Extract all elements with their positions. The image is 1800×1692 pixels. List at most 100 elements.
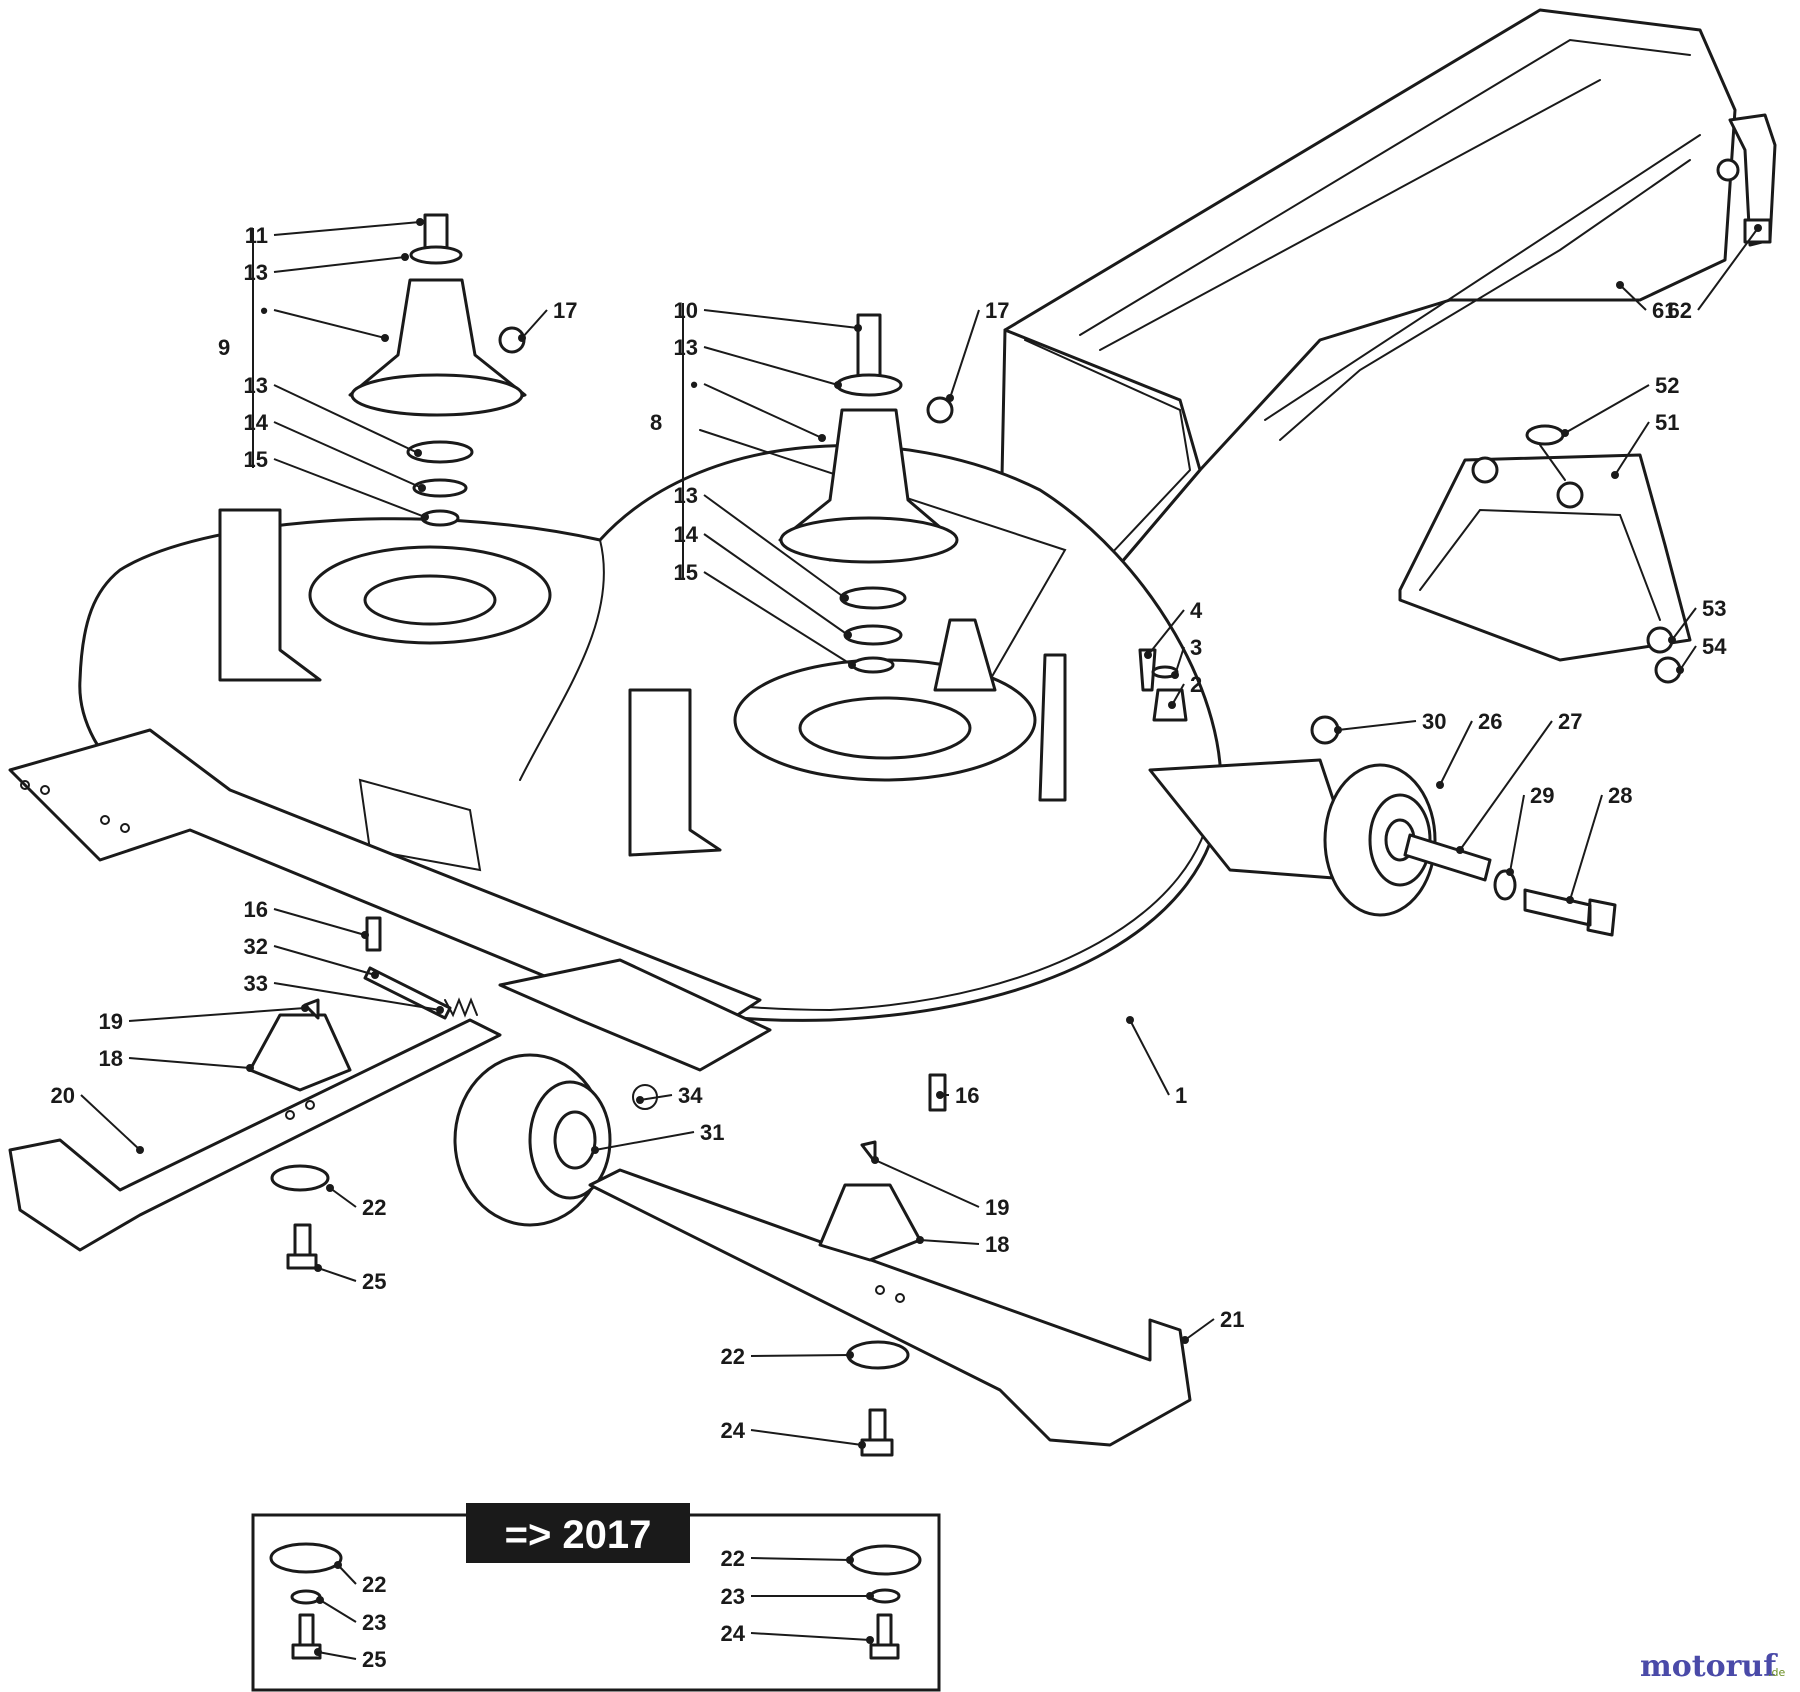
callout-c62: 62: [1668, 224, 1762, 323]
callout-b22b: 22: [721, 1546, 854, 1571]
leader-line: [273, 421, 423, 489]
callout-label: 3: [1190, 635, 1202, 660]
callout-c2: 2: [1168, 672, 1202, 709]
callout-c33: 33: [244, 971, 444, 1014]
leader-line: [750, 1632, 871, 1641]
leader-line: [1614, 421, 1650, 476]
chute-clip: [1716, 113, 1777, 247]
callout-label: 30: [1422, 709, 1446, 734]
callout-c28: 28: [1566, 783, 1632, 904]
leader-line: [1171, 683, 1185, 706]
leader-dot: [858, 1441, 866, 1449]
callout-c22b: 22: [721, 1344, 854, 1369]
callout-b22a: 22: [334, 1561, 386, 1597]
leader-dot: [846, 1556, 854, 1564]
leader-dot: [848, 661, 856, 669]
callout-c15a: 15: [244, 447, 429, 521]
leader-line: [1147, 609, 1185, 656]
callout-b23b: 23: [721, 1584, 874, 1609]
callout-c61: 61: [1616, 281, 1676, 323]
leader-dot: [1171, 671, 1179, 679]
leader-dot: [834, 381, 842, 389]
deck-bracket-left: [218, 508, 322, 682]
leader-line: [703, 309, 859, 329]
leader-dot: [414, 449, 422, 457]
callout-c14b: 14: [674, 522, 852, 639]
leader-dot: [326, 1184, 334, 1192]
callout-c32: 32: [244, 934, 379, 979]
callout-c25a: 25: [314, 1264, 386, 1294]
leader-dot: [1181, 1336, 1189, 1344]
callout-label: 21: [1220, 1307, 1244, 1332]
leader-dot: [1754, 224, 1762, 232]
leader-line: [273, 982, 441, 1011]
callout-c26: 26: [1436, 709, 1502, 789]
callout-label: 24: [721, 1621, 746, 1646]
leader-line: [750, 1429, 863, 1446]
leader-line: [1569, 794, 1603, 901]
callout-label: 15: [244, 447, 268, 472]
callout-label: 28: [1608, 783, 1632, 808]
leader-dot: [846, 1351, 854, 1359]
callout-c14a: 14: [244, 410, 426, 492]
leader-line: [317, 1267, 357, 1282]
wheel-right: [1323, 763, 1437, 917]
callout-cdot1: •: [260, 298, 389, 342]
callout-c8: 8: [650, 410, 662, 435]
leader-line: [1129, 1019, 1170, 1096]
callout-label: 18: [99, 1046, 123, 1071]
deflector-bracket: [1398, 424, 1692, 662]
callout-label: 33: [244, 971, 268, 996]
callout-label: 29: [1530, 783, 1554, 808]
leader-dot: [591, 1146, 599, 1154]
leader-line: [919, 1239, 980, 1245]
leader-line: [128, 1007, 306, 1022]
brand-suffix: .de: [1768, 1666, 1785, 1679]
leader-dot: [316, 1596, 324, 1604]
leader-dot: [1436, 781, 1444, 789]
key-19-right: [860, 1140, 877, 1164]
callout-c22a: 22: [326, 1184, 386, 1220]
leader-line: [1439, 720, 1473, 786]
callout-c11: 11: [245, 218, 424, 248]
callout-c24a: 24: [721, 1418, 866, 1449]
leader-line: [1174, 646, 1185, 676]
callout-c31: 31: [591, 1120, 724, 1154]
callout-label: 20: [51, 1083, 75, 1108]
leader-line: [639, 1094, 673, 1101]
deck-bracket-center: [628, 688, 722, 857]
callout-label: 9: [218, 335, 230, 360]
callout-c18b: 18: [916, 1232, 1009, 1257]
callout-label: 52: [1655, 373, 1679, 398]
callout-label: 53: [1702, 596, 1726, 621]
leader-dot: [416, 218, 424, 226]
callout-c1: 1: [1126, 1016, 1187, 1108]
callout-label: 1: [1175, 1083, 1187, 1108]
leader-dot: [361, 931, 369, 939]
belt-guide: [933, 618, 997, 692]
leader-dot: [1566, 896, 1574, 904]
callout-label: 24: [721, 1418, 746, 1443]
callout-c16b: 16: [936, 1083, 979, 1108]
callout-c16a: 16: [244, 897, 369, 939]
leader-dot: [936, 1091, 944, 1099]
leader-line: [1619, 284, 1647, 311]
callout-label: 16: [955, 1083, 979, 1108]
leader-dot: [916, 1236, 924, 1244]
leader-line: [874, 1159, 980, 1208]
callout-label: 61: [1652, 298, 1676, 323]
leader-line: [703, 533, 849, 636]
leader-line: [80, 1094, 141, 1151]
callout-label: 22: [721, 1546, 745, 1571]
leader-line: [273, 908, 366, 936]
callout-label: 32: [244, 934, 268, 959]
brand-logo: motoruf .de: [1640, 1649, 1785, 1684]
spindle-assembly-9: [348, 213, 527, 527]
washer-29: [1493, 869, 1517, 901]
callout-label: 16: [244, 897, 268, 922]
callout-label: 23: [721, 1584, 745, 1609]
callout-c13d: 13: [674, 483, 849, 602]
leader-line: [703, 383, 823, 439]
callout-label: 22: [362, 1572, 386, 1597]
leader-line: [319, 1599, 357, 1623]
